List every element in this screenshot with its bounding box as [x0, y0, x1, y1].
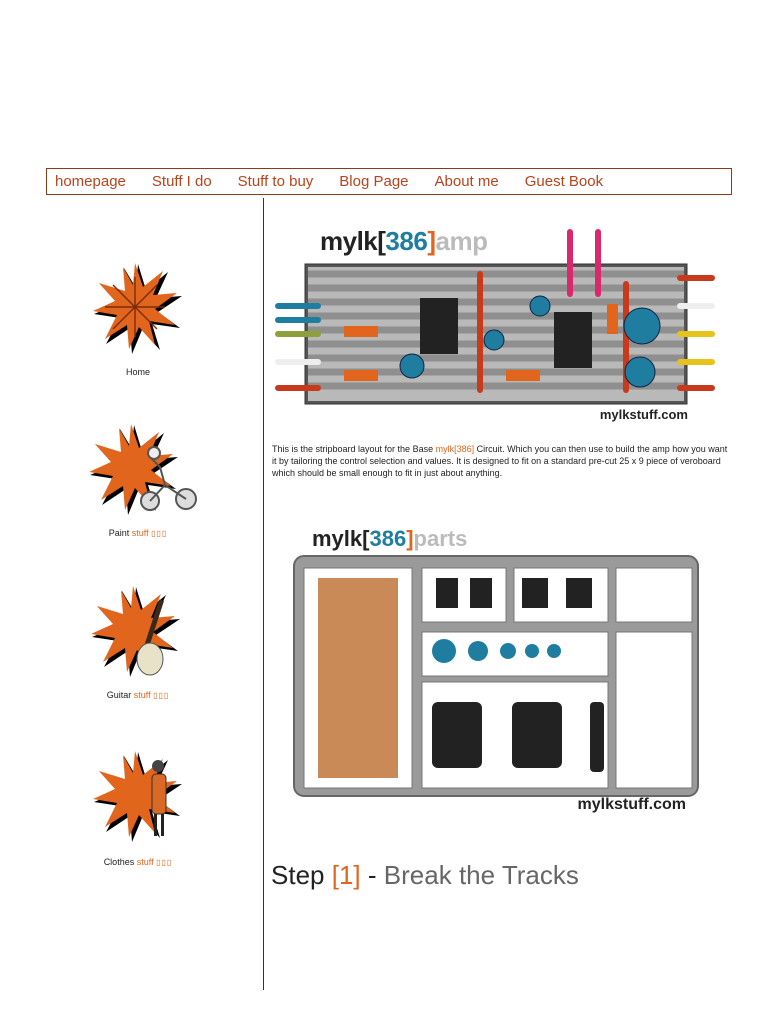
clothes-logo-icon: [93, 751, 182, 842]
skeleton-motorbike: [140, 446, 197, 511]
nav-stuff-i-do[interactable]: Stuff I do: [151, 173, 212, 190]
woman-figure: [151, 760, 167, 836]
nav-guest-book[interactable]: Guest Book: [524, 173, 604, 190]
sidebar-item-clothes[interactable]: Clothes stuff ▯▯▯: [90, 748, 186, 867]
sidebar-caption: Home: [125, 367, 150, 377]
nav-about-me[interactable]: About me: [434, 173, 499, 190]
stripboard-diagram: [275, 229, 715, 405]
sidebar-caption: Guitar stuff ▯▯▯: [106, 690, 170, 700]
sidebar-item-guitar[interactable]: Guitar stuff ▯▯▯: [90, 585, 186, 700]
home-logo-icon: [93, 263, 182, 354]
top-navigation: homepage Stuff I do Stuff to buy Blog Pa…: [46, 168, 732, 195]
nav-stuff-to-buy[interactable]: Stuff to buy: [237, 173, 314, 190]
stripboard-description: This is the stripboard layout for the Ba…: [272, 444, 728, 478]
nav-homepage[interactable]: homepage: [55, 173, 126, 190]
stripboard-layout-image: mylk[386]amp: [270, 224, 730, 429]
parts-title: mylk[386]parts: [312, 526, 468, 551]
sidebar-caption: Paint stuff ▯▯▯: [108, 528, 168, 538]
guitar-logo-icon: [91, 586, 180, 677]
paint-logo-icon: [89, 424, 197, 515]
sidebar-item-paint[interactable]: Paint stuff ▯▯▯: [89, 423, 197, 538]
amp-title: mylk[386]amp: [320, 226, 488, 256]
parts-footer: mylkstuff.com: [577, 796, 686, 813]
amp-footer: mylkstuff.com: [599, 407, 688, 422]
nav-blog-page[interactable]: Blog Page: [339, 173, 409, 190]
step-heading: Step [1] - Break the Tracks: [271, 860, 579, 890]
sidebar-item-home[interactable]: Home: [90, 262, 186, 377]
column-divider: [263, 198, 264, 990]
parts-diagram: [293, 555, 699, 797]
guitar-shape: [136, 599, 164, 676]
parts-layout-image: mylk[386]parts mylkstuff.com: [290, 526, 710, 826]
sidebar-caption: Clothes stuff ▯▯▯: [103, 857, 173, 867]
